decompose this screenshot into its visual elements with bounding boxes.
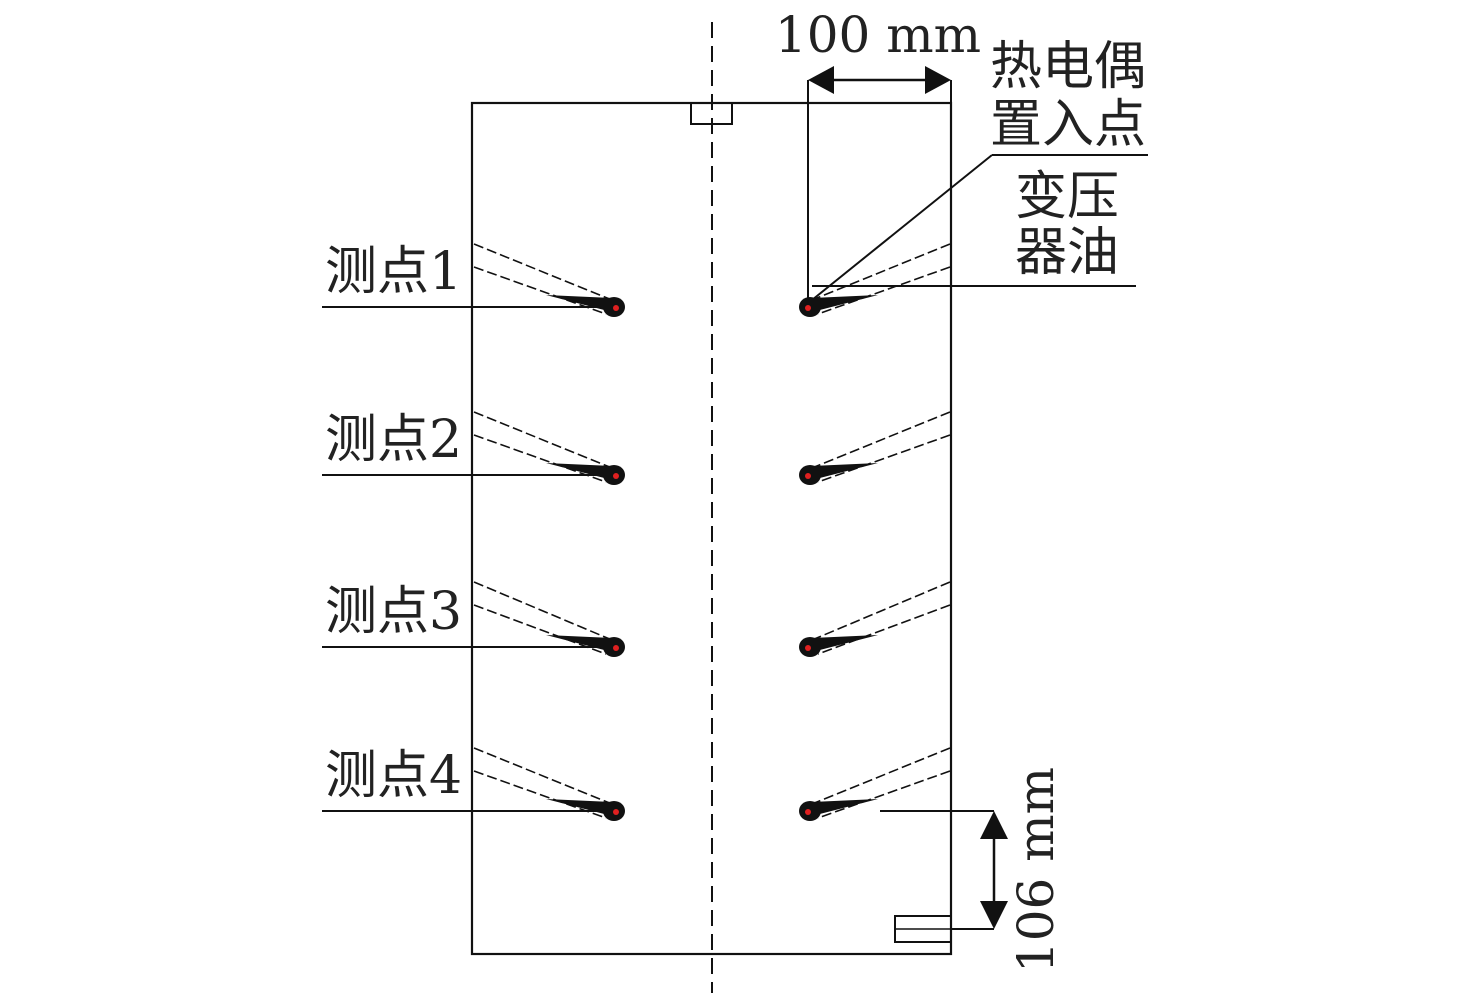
point-label-4: 测点4 xyxy=(322,746,612,812)
left-probe-4 xyxy=(473,747,625,821)
point-label-text: 测点2 xyxy=(325,410,462,470)
oil-label-line1: 变压 xyxy=(1015,167,1119,227)
dim-width-label: 100 mm xyxy=(775,6,981,64)
left-probe-marker xyxy=(613,645,619,651)
width-dimension: 100 mm xyxy=(775,6,981,307)
point-label-text: 测点3 xyxy=(325,582,462,642)
oil-label-line2: 器油 xyxy=(1015,223,1119,283)
point-label-1: 测点1 xyxy=(322,242,612,308)
right-probe-marker xyxy=(805,473,811,479)
point-label-text: 测点4 xyxy=(325,746,462,806)
right-probe-marker xyxy=(805,645,811,651)
left-probe-marker xyxy=(613,809,619,815)
point-label-3: 测点3 xyxy=(322,582,612,648)
right-probe-1 xyxy=(799,243,951,317)
thermocouple-label-line1: 热电偶 xyxy=(990,37,1146,97)
thermocouple-callout: 热电偶 置入点 xyxy=(811,37,1148,301)
left-probe-marker xyxy=(613,473,619,479)
left-probe-3 xyxy=(473,581,625,657)
left-probe-2 xyxy=(473,411,625,485)
transformer-oil-callout: 变压 器油 xyxy=(812,167,1136,287)
point-label-text: 测点1 xyxy=(325,242,462,302)
right-probe-3 xyxy=(799,581,951,657)
left-probe-marker xyxy=(613,305,619,311)
point-label-2: 测点2 xyxy=(322,410,612,476)
right-probe-4 xyxy=(799,747,951,821)
right-probe-2 xyxy=(799,411,951,485)
dim-height-label: 106 mm xyxy=(1007,767,1065,973)
thermocouple-label-line2: 置入点 xyxy=(990,95,1146,155)
right-probe-marker xyxy=(805,809,811,815)
right-probe-marker xyxy=(805,305,811,311)
left-probe-1 xyxy=(473,243,625,317)
height-dimension: 106 mm xyxy=(880,767,1065,973)
